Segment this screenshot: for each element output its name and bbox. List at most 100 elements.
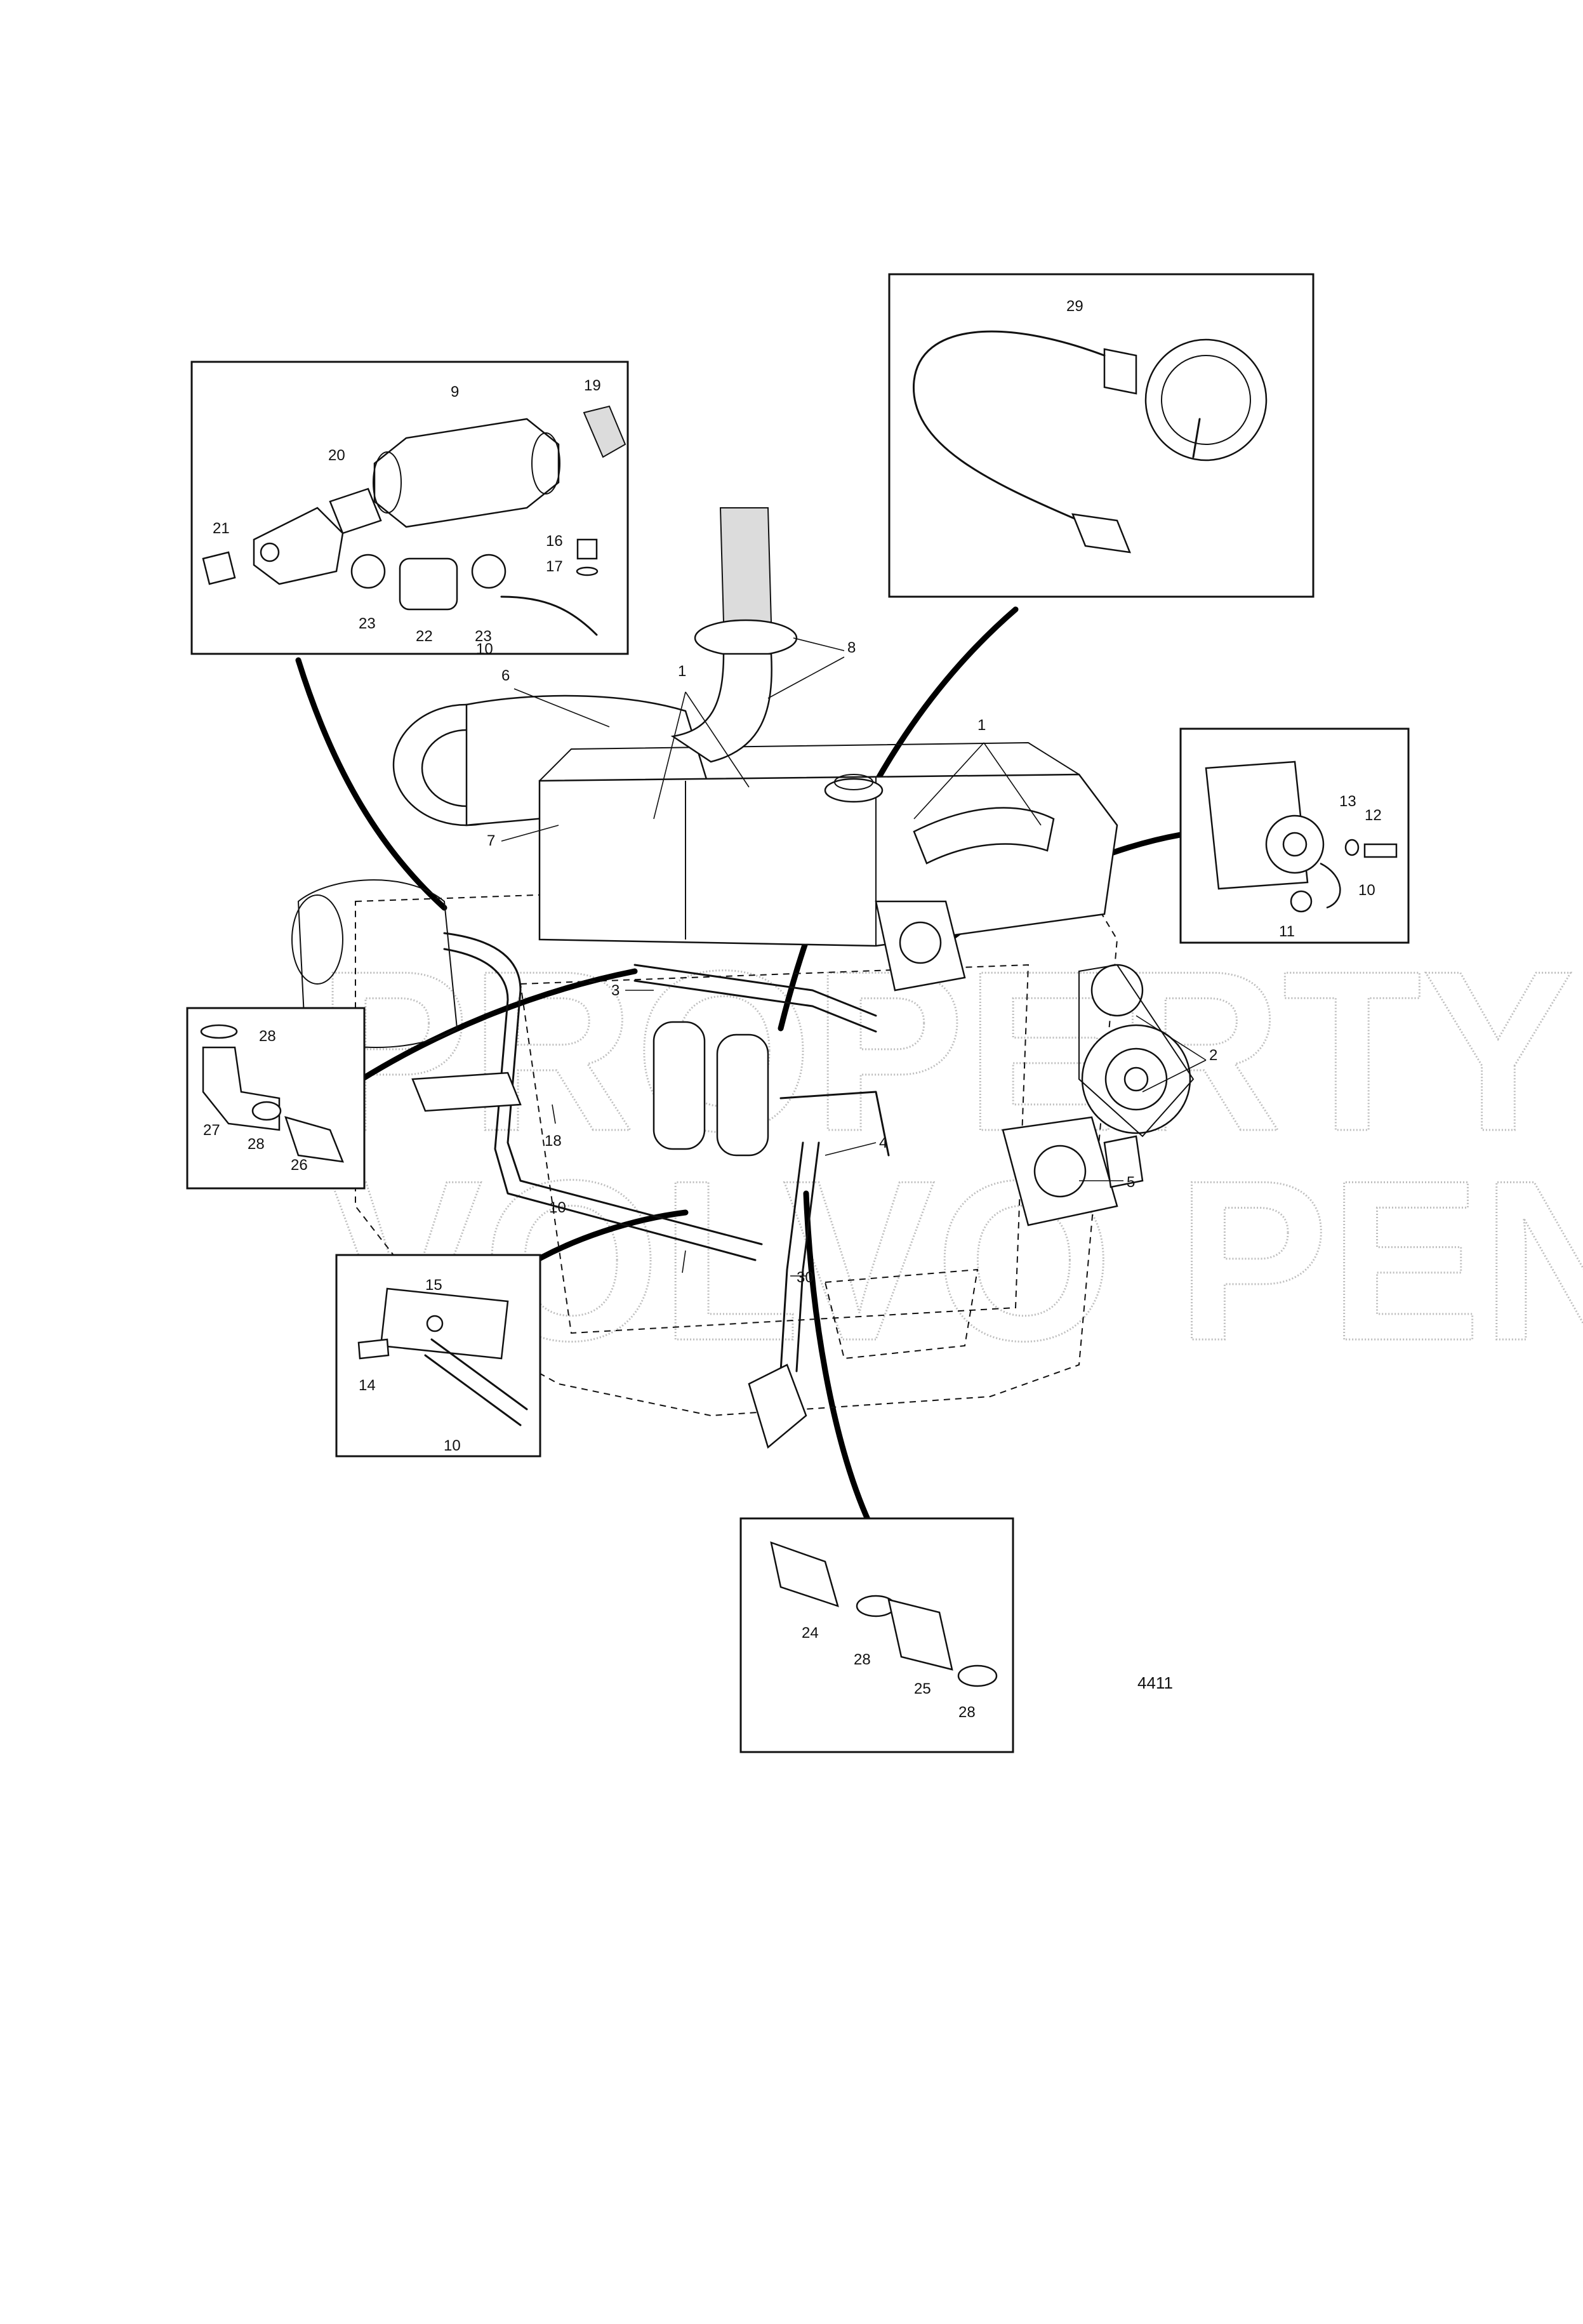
tank-top-edge bbox=[539, 741, 1080, 781]
engine-assembly-icon bbox=[291, 507, 1195, 1449]
callout-24: 24 bbox=[802, 1624, 819, 1642]
clamp-28-top bbox=[200, 1024, 238, 1039]
callout-26: 26 bbox=[291, 1157, 308, 1174]
bolt-14 bbox=[357, 1338, 390, 1360]
cooler-end-right bbox=[531, 432, 560, 495]
callout-10-right-box: 10 bbox=[1358, 882, 1375, 899]
clip-10-right bbox=[1320, 862, 1341, 909]
pipe-10-main-b bbox=[443, 948, 757, 1261]
clamp-28-mid bbox=[251, 1101, 282, 1121]
leader-8 bbox=[767, 637, 845, 699]
callout-25: 25 bbox=[914, 1680, 931, 1697]
leader-lines bbox=[501, 637, 1207, 1277]
figure-number: 4411 bbox=[1137, 1673, 1173, 1692]
clamp-23-right bbox=[471, 554, 507, 589]
bolt-12 bbox=[1363, 843, 1398, 858]
callout-14: 14 bbox=[359, 1377, 376, 1394]
leader-18 bbox=[552, 1104, 556, 1124]
callout-12: 12 bbox=[1365, 807, 1382, 824]
callout-28-bottom-left: 28 bbox=[854, 1651, 871, 1668]
cooler-end-left bbox=[373, 451, 402, 514]
callout-3: 3 bbox=[611, 982, 619, 999]
pipe-10-lower bbox=[430, 1338, 528, 1411]
callout-13: 13 bbox=[1339, 793, 1356, 810]
coolant-hose-3b bbox=[633, 979, 877, 1033]
callout-23-left: 23 bbox=[359, 615, 376, 632]
leader-2 bbox=[1136, 1015, 1207, 1092]
hose-22 bbox=[399, 557, 458, 611]
callout-1-right: 1 bbox=[977, 717, 986, 734]
leader-1b bbox=[913, 742, 1042, 826]
washer-13 bbox=[1344, 839, 1360, 856]
heat-exchanger-tank bbox=[538, 773, 1118, 947]
pipe-10-in-box bbox=[500, 595, 598, 636]
callout-labels: 1 1 2 3 4 5 6 7 8 9 10 10 10 10 11 12 13… bbox=[203, 298, 1382, 1721]
cooler-cylinder-icon bbox=[373, 418, 560, 528]
plug-21 bbox=[202, 551, 236, 585]
callout-29: 29 bbox=[1066, 298, 1083, 315]
alternator-pulley bbox=[1090, 964, 1144, 1017]
callout-23-right: 23 bbox=[475, 628, 492, 645]
bolt-16 bbox=[576, 538, 598, 560]
coolant-pipe-top-right bbox=[913, 807, 1055, 865]
detail-box-right bbox=[1179, 727, 1410, 944]
gauge-dial bbox=[1161, 355, 1251, 445]
leader-10-main bbox=[682, 1250, 686, 1273]
sump-outline bbox=[824, 1268, 979, 1360]
callout-1-left: 1 bbox=[678, 663, 686, 680]
drain-cock bbox=[748, 1364, 807, 1449]
callout-8: 8 bbox=[847, 639, 856, 656]
gauge-stud bbox=[1103, 348, 1137, 395]
elbow-19 bbox=[583, 405, 626, 458]
callout-18: 18 bbox=[545, 1132, 562, 1150]
ring-11 bbox=[1290, 890, 1313, 913]
arc-bottom bbox=[803, 1190, 873, 1527]
callout-28-left-top: 28 bbox=[259, 1028, 276, 1045]
pipe-10-lower-b bbox=[424, 1354, 522, 1426]
callout-17: 17 bbox=[546, 558, 563, 575]
callout-2: 2 bbox=[1209, 1047, 1217, 1064]
callout-10-lower-box: 10 bbox=[444, 1437, 461, 1454]
pipe-30-down-b bbox=[795, 1141, 820, 1372]
detail-box-lower-left bbox=[335, 1254, 541, 1457]
pipe-10-main bbox=[443, 932, 763, 1245]
gauge-needle bbox=[1192, 418, 1201, 458]
callout-28-bottom-right: 28 bbox=[958, 1704, 976, 1721]
callout-15: 15 bbox=[425, 1277, 442, 1294]
callout-11: 11 bbox=[1279, 923, 1295, 940]
clamp-28-right bbox=[957, 1664, 998, 1687]
capillary-tube bbox=[913, 330, 1106, 535]
washer-15 bbox=[426, 1315, 444, 1332]
callout-28-left-mid: 28 bbox=[248, 1136, 265, 1153]
threaded-nipple-icon bbox=[770, 1541, 839, 1607]
callout-7: 7 bbox=[487, 832, 495, 849]
pump-outlet-fitting bbox=[1103, 1135, 1144, 1188]
bracket-lower bbox=[380, 1287, 509, 1360]
washer-17 bbox=[576, 566, 599, 576]
thermostat-port bbox=[899, 921, 942, 964]
left-housing-flange bbox=[291, 894, 343, 985]
filler-cap-top bbox=[834, 774, 873, 790]
pipe-4 bbox=[779, 1091, 890, 1157]
exhaust-flange bbox=[694, 619, 798, 657]
coolant-hose-3 bbox=[633, 964, 877, 1017]
callout-4: 4 bbox=[879, 1134, 887, 1152]
leader-4 bbox=[825, 1142, 877, 1156]
nipple-26 bbox=[284, 1116, 344, 1163]
hose-clamp-icon bbox=[350, 554, 386, 589]
fitting-20 bbox=[329, 488, 382, 535]
callout-10-main: 10 bbox=[549, 1199, 566, 1216]
crank-pulley-hub bbox=[1123, 1066, 1149, 1092]
exhaust-flex-bellows bbox=[719, 507, 772, 623]
pump-cover bbox=[1033, 1145, 1087, 1198]
callout-21: 21 bbox=[213, 520, 230, 537]
pipe-30-down bbox=[779, 1141, 804, 1372]
leader-6 bbox=[513, 688, 610, 727]
drive-belt bbox=[1078, 964, 1195, 1138]
callout-19: 19 bbox=[584, 377, 601, 394]
exhaust-riser-elbow bbox=[670, 653, 772, 763]
detail-box-top-right bbox=[888, 273, 1315, 598]
oil-cooler-right bbox=[716, 1033, 769, 1157]
temperature-gauge-icon bbox=[1144, 338, 1268, 461]
